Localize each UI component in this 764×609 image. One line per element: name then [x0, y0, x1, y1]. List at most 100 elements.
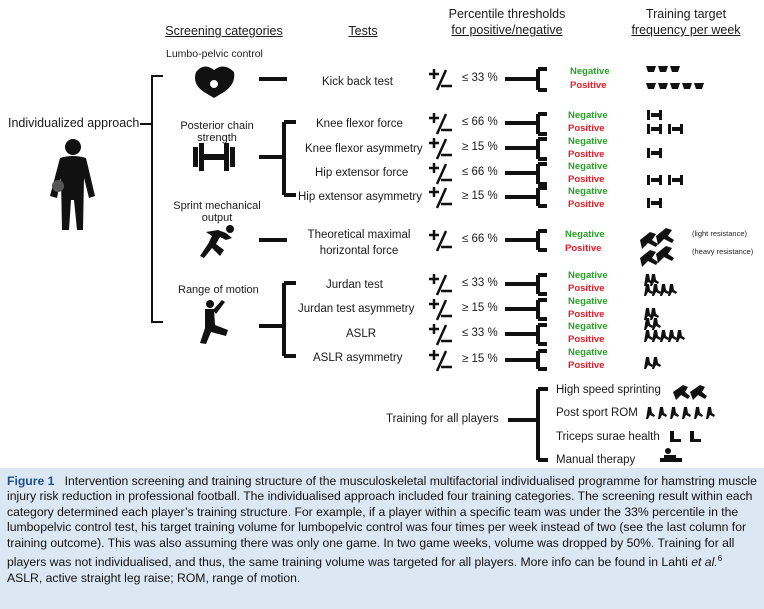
threshold-aslr-asym: ≥ 15 %	[462, 353, 498, 365]
outcome-positive: Positive	[570, 80, 607, 91]
approach-label: Individualized approach	[8, 116, 140, 130]
all-players-label: Training for all players	[386, 413, 499, 425]
threshold-hip-extensor-force: ≤ 66 %	[462, 166, 498, 178]
outcome-negative: Negative	[568, 186, 608, 197]
plus-minus-icon	[429, 350, 452, 372]
dumbbell-icon	[193, 143, 235, 171]
all-players-icons	[646, 385, 715, 462]
plus-minus-icon	[429, 274, 452, 296]
test-aslr: ASLR	[346, 328, 377, 340]
category-lumbo: Lumbo-pelvic control	[166, 48, 263, 60]
test-aslr-asym: ASLR asymmetry	[313, 352, 403, 364]
test-hip-extensor-force: Hip extensor force	[315, 167, 409, 179]
diagram-lines	[50, 66, 715, 462]
outcome-negative: Negative	[570, 66, 610, 77]
category-sprint-2: output	[201, 212, 233, 224]
outcome-negative: Negative	[568, 321, 608, 332]
threshold-aslr: ≤ 33 %	[462, 327, 498, 339]
stretching-person-icon	[200, 300, 228, 344]
resistance-light: (light resistance)	[692, 229, 748, 238]
jurdan-connector	[505, 273, 547, 296]
plus-minus-icon	[429, 138, 452, 160]
aslr-asym-connector	[505, 349, 547, 371]
aslr-connector	[505, 323, 547, 346]
outcome-positive: Positive	[568, 309, 605, 320]
test-knee-flexor-force: Knee flexor force	[316, 118, 403, 130]
knee-asym-connector	[505, 137, 547, 161]
all-players-bracket	[508, 387, 548, 462]
caption-ref: 6	[717, 554, 723, 564]
resistance-heavy: (heavy resistance)	[692, 247, 754, 256]
caption-et-al: et al.	[691, 555, 718, 570]
header-target-2: frequency per week	[631, 23, 741, 37]
category-rom: Range of motion	[178, 284, 259, 296]
pelvis-icon	[195, 66, 235, 98]
sprinter-small-icons	[640, 228, 674, 267]
all-players-item: Post sport ROM	[556, 407, 638, 419]
knee-force-connector	[505, 112, 547, 136]
header-target-1: Training target	[645, 7, 727, 21]
caption-background	[0, 468, 764, 609]
all-players-item: High speed sprinting	[556, 384, 661, 396]
category-posterior-1: Posterior chain	[180, 120, 254, 132]
all-players-item: Triceps surae health	[556, 431, 660, 443]
outcome-negative: Negative	[568, 161, 608, 172]
threshold-jurdan: ≤ 33 %	[462, 277, 498, 289]
header-tests: Tests	[348, 24, 378, 38]
threshold-jurdan-asym: ≥ 15 %	[462, 302, 498, 314]
outcome-positive: Positive	[568, 334, 605, 345]
outcome-negative: Negative	[568, 347, 608, 358]
plus-minus-icon	[429, 187, 452, 209]
outcome-negative: Negative	[568, 296, 608, 307]
outcome-positive: Positive	[568, 283, 605, 294]
main-bracket	[151, 75, 163, 323]
all-players-item: Manual therapy	[556, 454, 636, 466]
outcome-negative: Negative	[565, 229, 605, 240]
outcome-positive: Positive	[565, 243, 602, 254]
plus-minus-icon	[429, 69, 452, 91]
threshold-kick-back: ≤ 33 %	[462, 72, 498, 84]
threshold-hip-extensor-asym: ≥ 15 %	[462, 190, 498, 202]
outcome-positive: Positive	[568, 199, 605, 210]
figure-label: Figure 1	[7, 474, 55, 488]
rom-bracket	[259, 281, 296, 358]
outcome-positive: Positive	[568, 123, 605, 134]
test-jurdan: Jurdan test	[326, 279, 383, 291]
jurdan-asym-connector	[505, 298, 547, 321]
header-categories: Screening categories	[165, 24, 283, 38]
plus-minus-icon	[429, 230, 452, 252]
dumbbell-small-icons	[647, 110, 683, 208]
outcome-negative: Negative	[568, 270, 608, 281]
hip-force-connector	[505, 162, 547, 186]
posterior-bracket	[259, 120, 296, 197]
plus-minus-icon	[429, 163, 452, 185]
caption-text-1: Intervention screening and training stru…	[7, 474, 757, 570]
test-knee-flexor-asym: Knee flexor asymmetry	[305, 143, 423, 155]
test-theoretical-2: horizontal force	[319, 245, 399, 257]
test-theoretical-1: Theoretical maximal	[307, 229, 411, 241]
plus-minus-icon	[429, 113, 452, 135]
category-posterior-2: strength	[197, 132, 237, 144]
header-thresholds-2: for positive/negative	[451, 23, 563, 37]
outcome-negative: Negative	[568, 110, 608, 121]
threshold-knee-flexor-force: ≤ 66 %	[462, 116, 498, 128]
player-silhouette-icon	[50, 139, 95, 230]
plus-minus-icon	[429, 299, 452, 321]
outcome-positive: Positive	[568, 360, 605, 371]
theoretical-connector	[505, 229, 547, 252]
threshold-knee-flexor-asym: ≥ 15 %	[462, 141, 498, 153]
caption-text-2: ASLR, active straight leg raise; ROM, ra…	[7, 570, 301, 585]
test-hip-extensor-asym: Hip extensor asymmetry	[298, 191, 422, 203]
outcome-negative: Negative	[568, 136, 608, 147]
plus-minus-symbols	[429, 69, 452, 372]
pelvis-small-icons	[646, 66, 704, 89]
outcome-positive: Positive	[568, 149, 605, 160]
plus-minus-icon	[429, 324, 452, 346]
header-thresholds-1: Percentile thresholds	[448, 7, 566, 21]
sprinter-icon	[200, 225, 234, 258]
test-kick-back: Kick back test	[322, 76, 393, 88]
category-sprint-1: Sprint mechanical	[173, 200, 261, 212]
figure-caption: Figure 1 Intervention screening and trai…	[7, 474, 759, 586]
kick-back-connector	[505, 67, 547, 92]
test-jurdan-asym: Jurdan test asymmetry	[298, 303, 415, 315]
